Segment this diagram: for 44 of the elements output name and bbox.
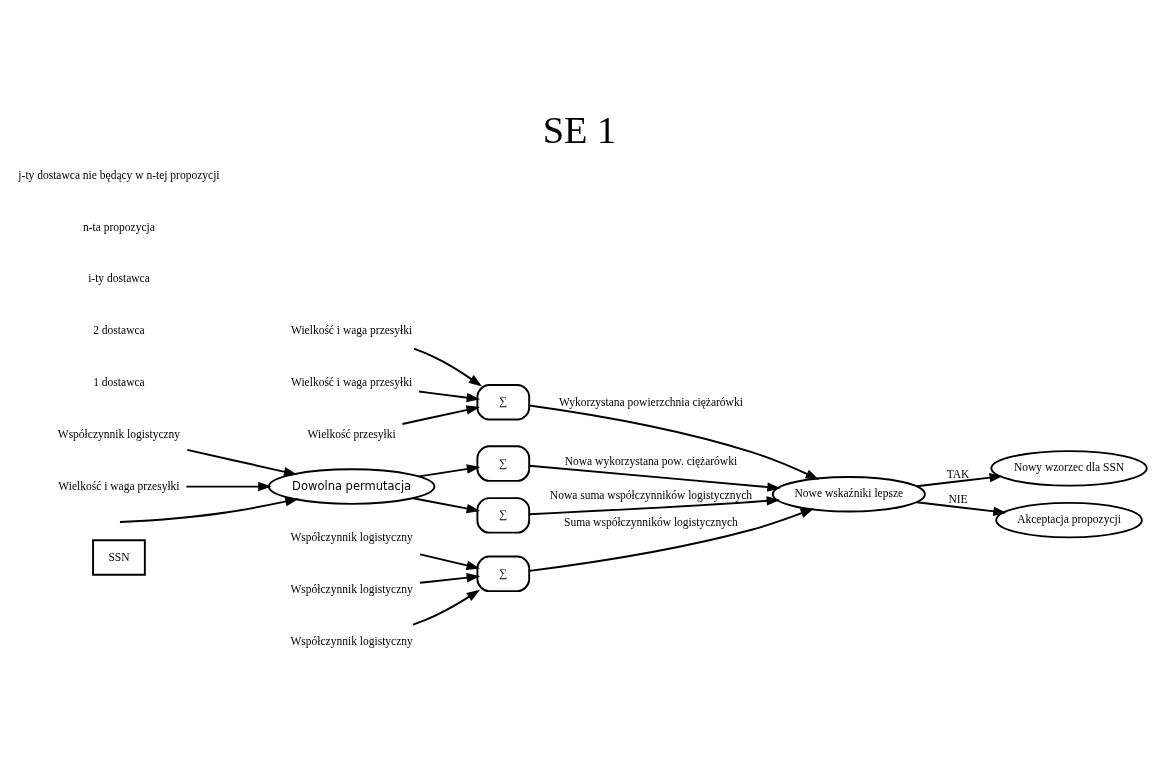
arrow xyxy=(417,463,481,477)
node-text: Wielkość i waga przesyłki xyxy=(291,323,413,336)
arrow xyxy=(419,572,481,584)
node-box: SSN xyxy=(92,538,146,576)
label: i-ty dostawca xyxy=(88,271,150,284)
node-box: ∑ xyxy=(476,496,531,534)
node-ellipse: Akceptacja propozycji xyxy=(995,501,1143,538)
edge-label: Nowa wykorzystana pow. ciężarówki xyxy=(564,454,738,467)
node-text: Wielkość i waga przesyłki xyxy=(58,479,180,492)
label: 2 dostawca xyxy=(93,323,145,336)
arrow xyxy=(119,496,299,523)
arrow xyxy=(528,404,820,480)
arrow xyxy=(185,481,272,491)
diagram-title: SE 1 xyxy=(542,108,617,151)
edge-label: Nowa suma współczynników logistycznych xyxy=(549,488,753,501)
arrow xyxy=(915,500,1007,516)
node-text: Współczynnik logistyczny xyxy=(290,582,413,595)
arrow xyxy=(528,495,781,515)
arrow xyxy=(528,464,781,492)
label: j-ty dostawca nie będący w n-tej propozycji xyxy=(18,168,220,181)
arrow xyxy=(915,472,1003,487)
edge-label: NIE xyxy=(948,492,968,505)
arrow xyxy=(528,507,815,572)
node-text: Współczynnik logistyczny xyxy=(290,634,413,647)
edge-label: Wykorzystana powierzchnia ciężarówki xyxy=(559,395,743,408)
arrow xyxy=(413,347,483,387)
node-text: Wielkość i waga przesyłki xyxy=(291,375,413,388)
node-text: Współczynnik logistyczny xyxy=(290,530,413,543)
label: 1 dostawca xyxy=(93,375,145,388)
node-ellipse: Nowe wskaźniki lepsze xyxy=(771,475,926,512)
node-text: Wielkość przesyłki xyxy=(307,427,396,440)
node-box: ∑ xyxy=(476,444,531,482)
edge-label: Suma współczynników logistycznych xyxy=(564,515,738,528)
node-box: ∑ xyxy=(476,555,531,592)
label: n-ta propozycja xyxy=(83,220,155,233)
arrow xyxy=(186,448,298,476)
arrow xyxy=(401,404,480,425)
arrow xyxy=(419,552,480,570)
edge-label: TAK xyxy=(946,467,970,480)
arrow xyxy=(418,390,481,402)
arrow xyxy=(412,589,481,626)
node-box: ∑ xyxy=(476,383,531,420)
node-text: Współczynnik logistyczny xyxy=(57,427,181,440)
arrow xyxy=(412,496,481,513)
